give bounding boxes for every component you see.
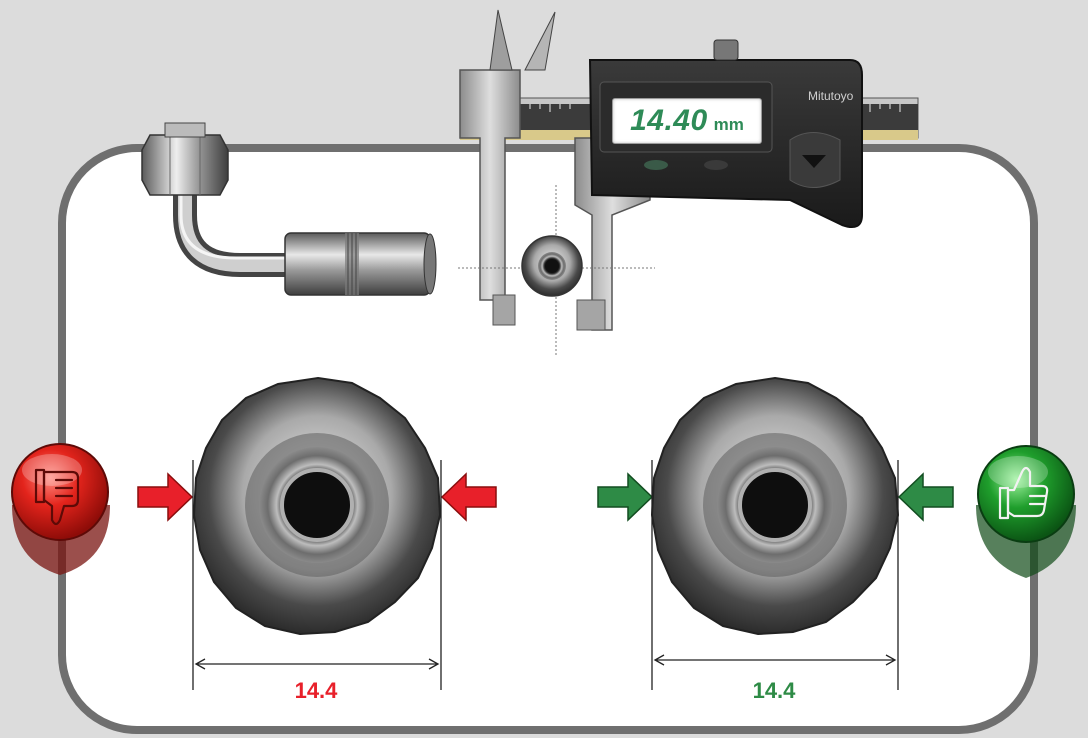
left-nut-end-view bbox=[192, 376, 442, 636]
left-dimension-line bbox=[192, 460, 442, 690]
green-arrow-right-icon bbox=[597, 472, 654, 522]
brake-line-fitting bbox=[141, 122, 437, 296]
right-measurement-label: 14.4 bbox=[752, 678, 796, 703]
content-panel bbox=[58, 144, 1038, 734]
left-measurement-label: 14.4 bbox=[294, 678, 338, 703]
red-arrow-right-icon bbox=[137, 472, 194, 522]
thumbs-up-icon bbox=[976, 445, 1076, 578]
thumbs-down-icon bbox=[11, 443, 110, 575]
green-arrow-left-icon bbox=[897, 472, 954, 522]
right-nut-end-view bbox=[650, 376, 900, 636]
caliper-reading-value: 14.40 bbox=[630, 104, 708, 137]
caliper-reading-unit: mm bbox=[713, 115, 744, 134]
caliper-readout: 14.40 mm bbox=[612, 98, 762, 144]
right-dimension-line bbox=[651, 460, 899, 690]
caliper-brand: Mitutoyo bbox=[808, 89, 854, 103]
red-arrow-left-icon bbox=[440, 472, 497, 522]
